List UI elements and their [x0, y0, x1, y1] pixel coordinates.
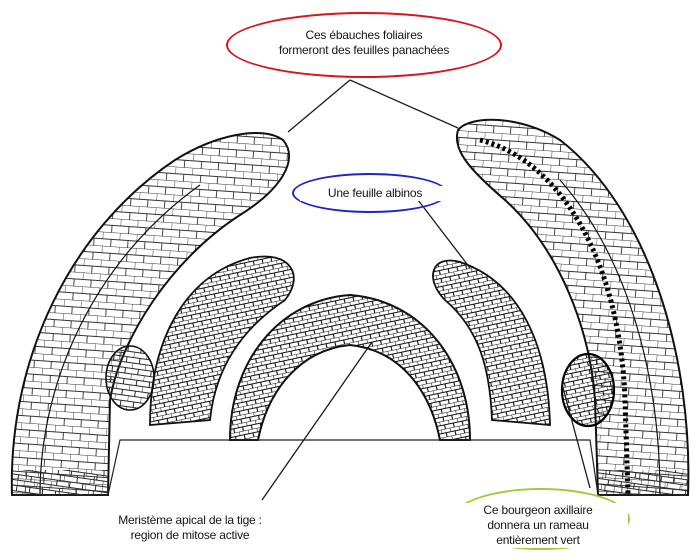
- bottom-right-label-line-2: donnera un rameau: [448, 518, 628, 533]
- top-label-line-2: formeront des feuilles panachées: [226, 43, 502, 58]
- middle-label: Une feuille albinos: [300, 186, 450, 201]
- bottom-left-label-line-2: region de mitose active: [60, 528, 320, 543]
- top-label: Ces ébauches foliaires formeront des feu…: [226, 28, 502, 58]
- stem-base: [12, 440, 688, 496]
- apical-meristem: [230, 295, 470, 440]
- axillary-bud-left: [106, 346, 154, 410]
- middle-label-text: Une feuille albinos: [300, 186, 450, 201]
- bottom-right-label: Ce bourgeon axillaire donnera un rameau …: [448, 503, 628, 548]
- top-label-line-1: Ces ébauches foliaires: [226, 28, 502, 43]
- bottom-left-label-line-1: Meristème apical de la tige :: [60, 513, 320, 528]
- bottom-right-label-line-3: entièrement vert: [448, 533, 628, 548]
- bottom-left-label: Meristème apical de la tige : region de …: [60, 513, 320, 543]
- bottom-right-label-line-1: Ce bourgeon axillaire: [448, 503, 628, 518]
